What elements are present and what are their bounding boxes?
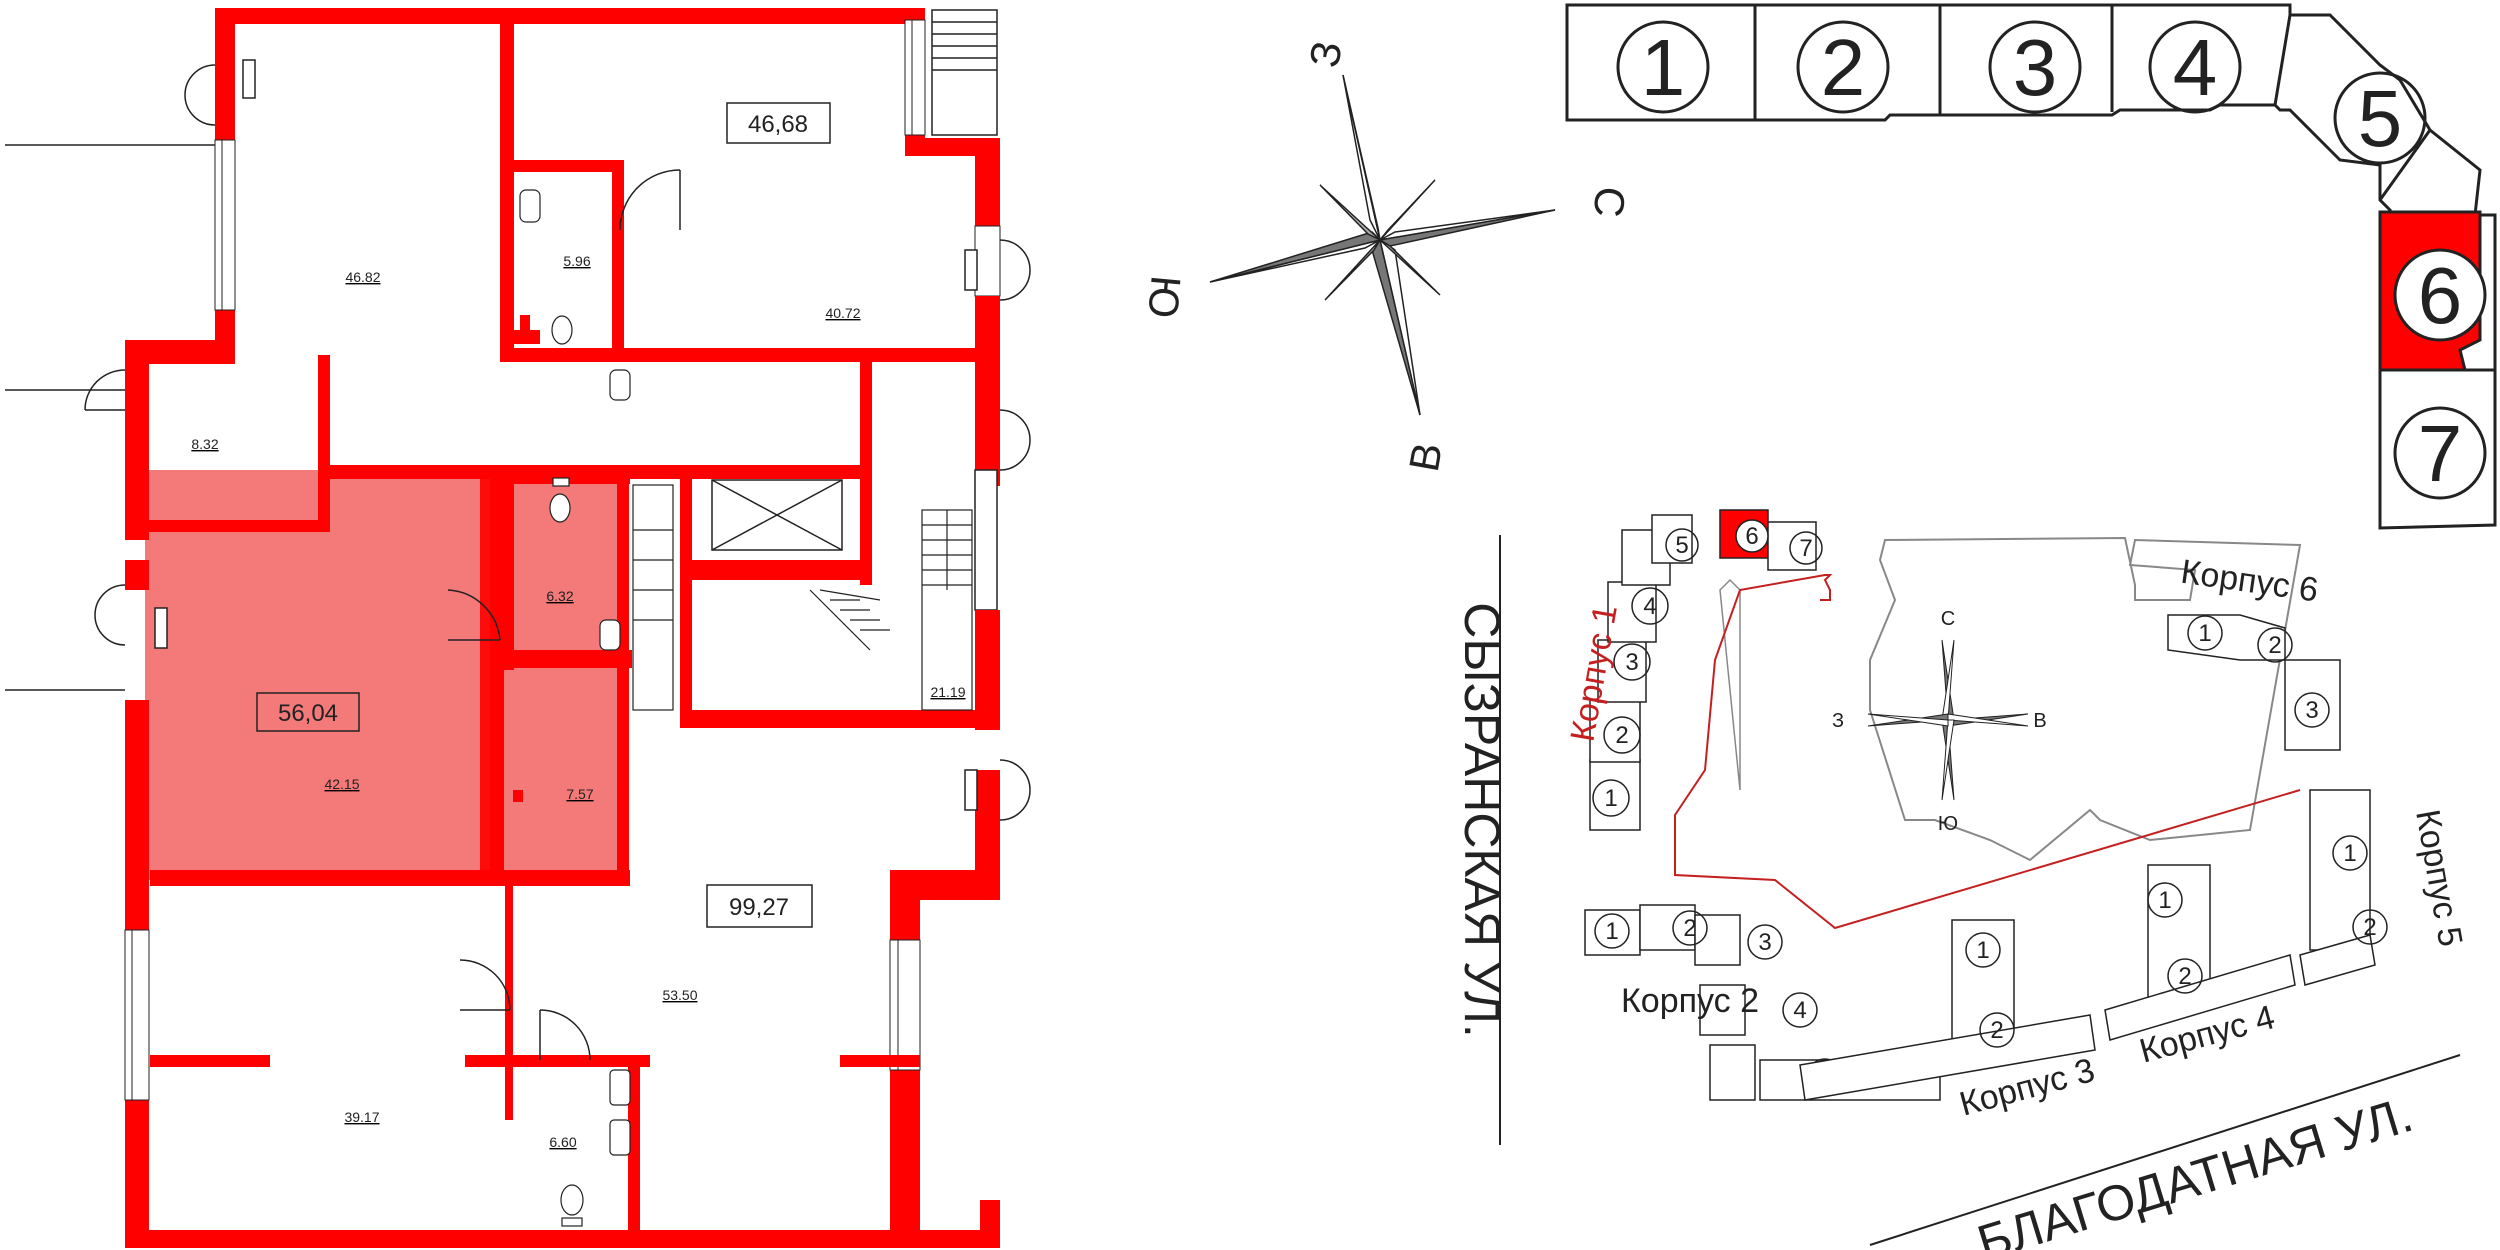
room-area: 8.32 [191,436,218,452]
room-area: 6.60 [549,1134,576,1150]
room-area: 5.96 [563,253,590,269]
total-area-label-56-04[interactable]: 56,04 [256,692,360,732]
site-section-number: 7 [1799,535,1812,562]
site-section-number: 3 [1625,649,1638,676]
room-area: 21.19 [930,684,965,700]
site-map: СЫЗРАНСКАЯ УЛ. БЛАГОДАТНАЯ УЛ. 1 2 3 4 [1454,509,2470,1250]
area-text: 46,68 [748,111,808,138]
section-number: 3 [2013,23,2058,112]
site-section-number: 4 [1793,997,1806,1024]
section-number: 1 [1641,23,1686,112]
site-section-number: 2 [1683,915,1696,942]
building-label-korpus-2: Корпус 2 [1621,982,1759,1020]
compass-label: С [1585,185,1634,219]
compass-label: В [2033,710,2046,732]
compass-label: В [1400,439,1451,475]
room-area: 42.15 [324,776,359,792]
street-label-blagodatnaya: БЛАГОДАТНАЯ УЛ. [1971,1086,2419,1250]
site-section-number: 3 [1758,929,1771,956]
site-section-number: 1 [1976,937,1989,964]
room-area: 7.57 [566,786,593,802]
site-section-number: 2 [2268,632,2281,659]
room-area: 46.82 [345,269,380,285]
site-section-number: 1 [2158,887,2171,914]
site-section-number: 1 [1604,785,1617,812]
street-label-syzranskaya: СЫЗРАНСКАЯ УЛ. [1454,602,1510,1037]
site-section-number: 5 [1675,532,1688,559]
site-section-number: 6 [1745,523,1758,550]
building-label-korpus-5: Корпус 5 [2408,807,2469,950]
compass-label: З [1832,710,1844,732]
compass-label: Ю [1139,274,1190,320]
room-area: 40.72 [825,305,860,321]
room-area: 53.50 [662,987,697,1003]
section-2[interactable]: 2 [1796,20,1890,114]
area-text: 99,27 [729,894,789,921]
section-5[interactable]: 5 [2333,71,2427,165]
compass-label: Ю [1938,813,1958,835]
site-section-number: 2 [1990,1017,2003,1044]
total-area-label-46-68: 46,68 [726,102,831,144]
floor-plan: 46,68 56,04 99,27 46.82 5.96 40.72 8.32 … [5,8,1031,1248]
area-text: 56,04 [278,700,338,727]
room-area: 6.32 [546,588,573,604]
compass-label: С [1941,608,1955,630]
site-section-number: 3 [2305,697,2318,724]
highlighted-premises[interactable] [145,470,627,880]
site-section-number: 1 [2343,840,2356,867]
site-section-number: 2 [1615,722,1628,749]
section-number: 5 [2358,74,2403,163]
site-section-number: 2 [2363,914,2376,941]
section-number: 4 [2173,23,2218,112]
section-number: 7 [2418,409,2463,498]
site-section-number: 2 [2178,963,2191,990]
section-1[interactable]: 1 [1616,20,1710,114]
section-number: 2 [1821,23,1866,112]
section-3[interactable]: 3 [1988,20,2082,114]
site-section-number: 1 [2198,620,2211,647]
section-number: 6 [2418,251,2463,340]
section-7[interactable]: 7 [2393,406,2487,500]
territory-outline [1869,536,2302,862]
section-4[interactable]: 4 [2148,20,2242,114]
total-area-label-99-27: 99,27 [706,884,813,928]
section-6-highlighted[interactable]: 6 [2393,248,2487,342]
compass-north-label: З [1300,38,1351,71]
room-area: 39.17 [344,1109,379,1125]
building-label-korpus-6: Корпус 6 [2179,553,2321,610]
compass-rose-large: З С В Ю [1139,38,1634,475]
site-section-number: 4 [1643,593,1656,620]
compass-rose-small: С Ю З В [1832,608,2047,835]
site-section-number: 1 [1605,918,1618,945]
